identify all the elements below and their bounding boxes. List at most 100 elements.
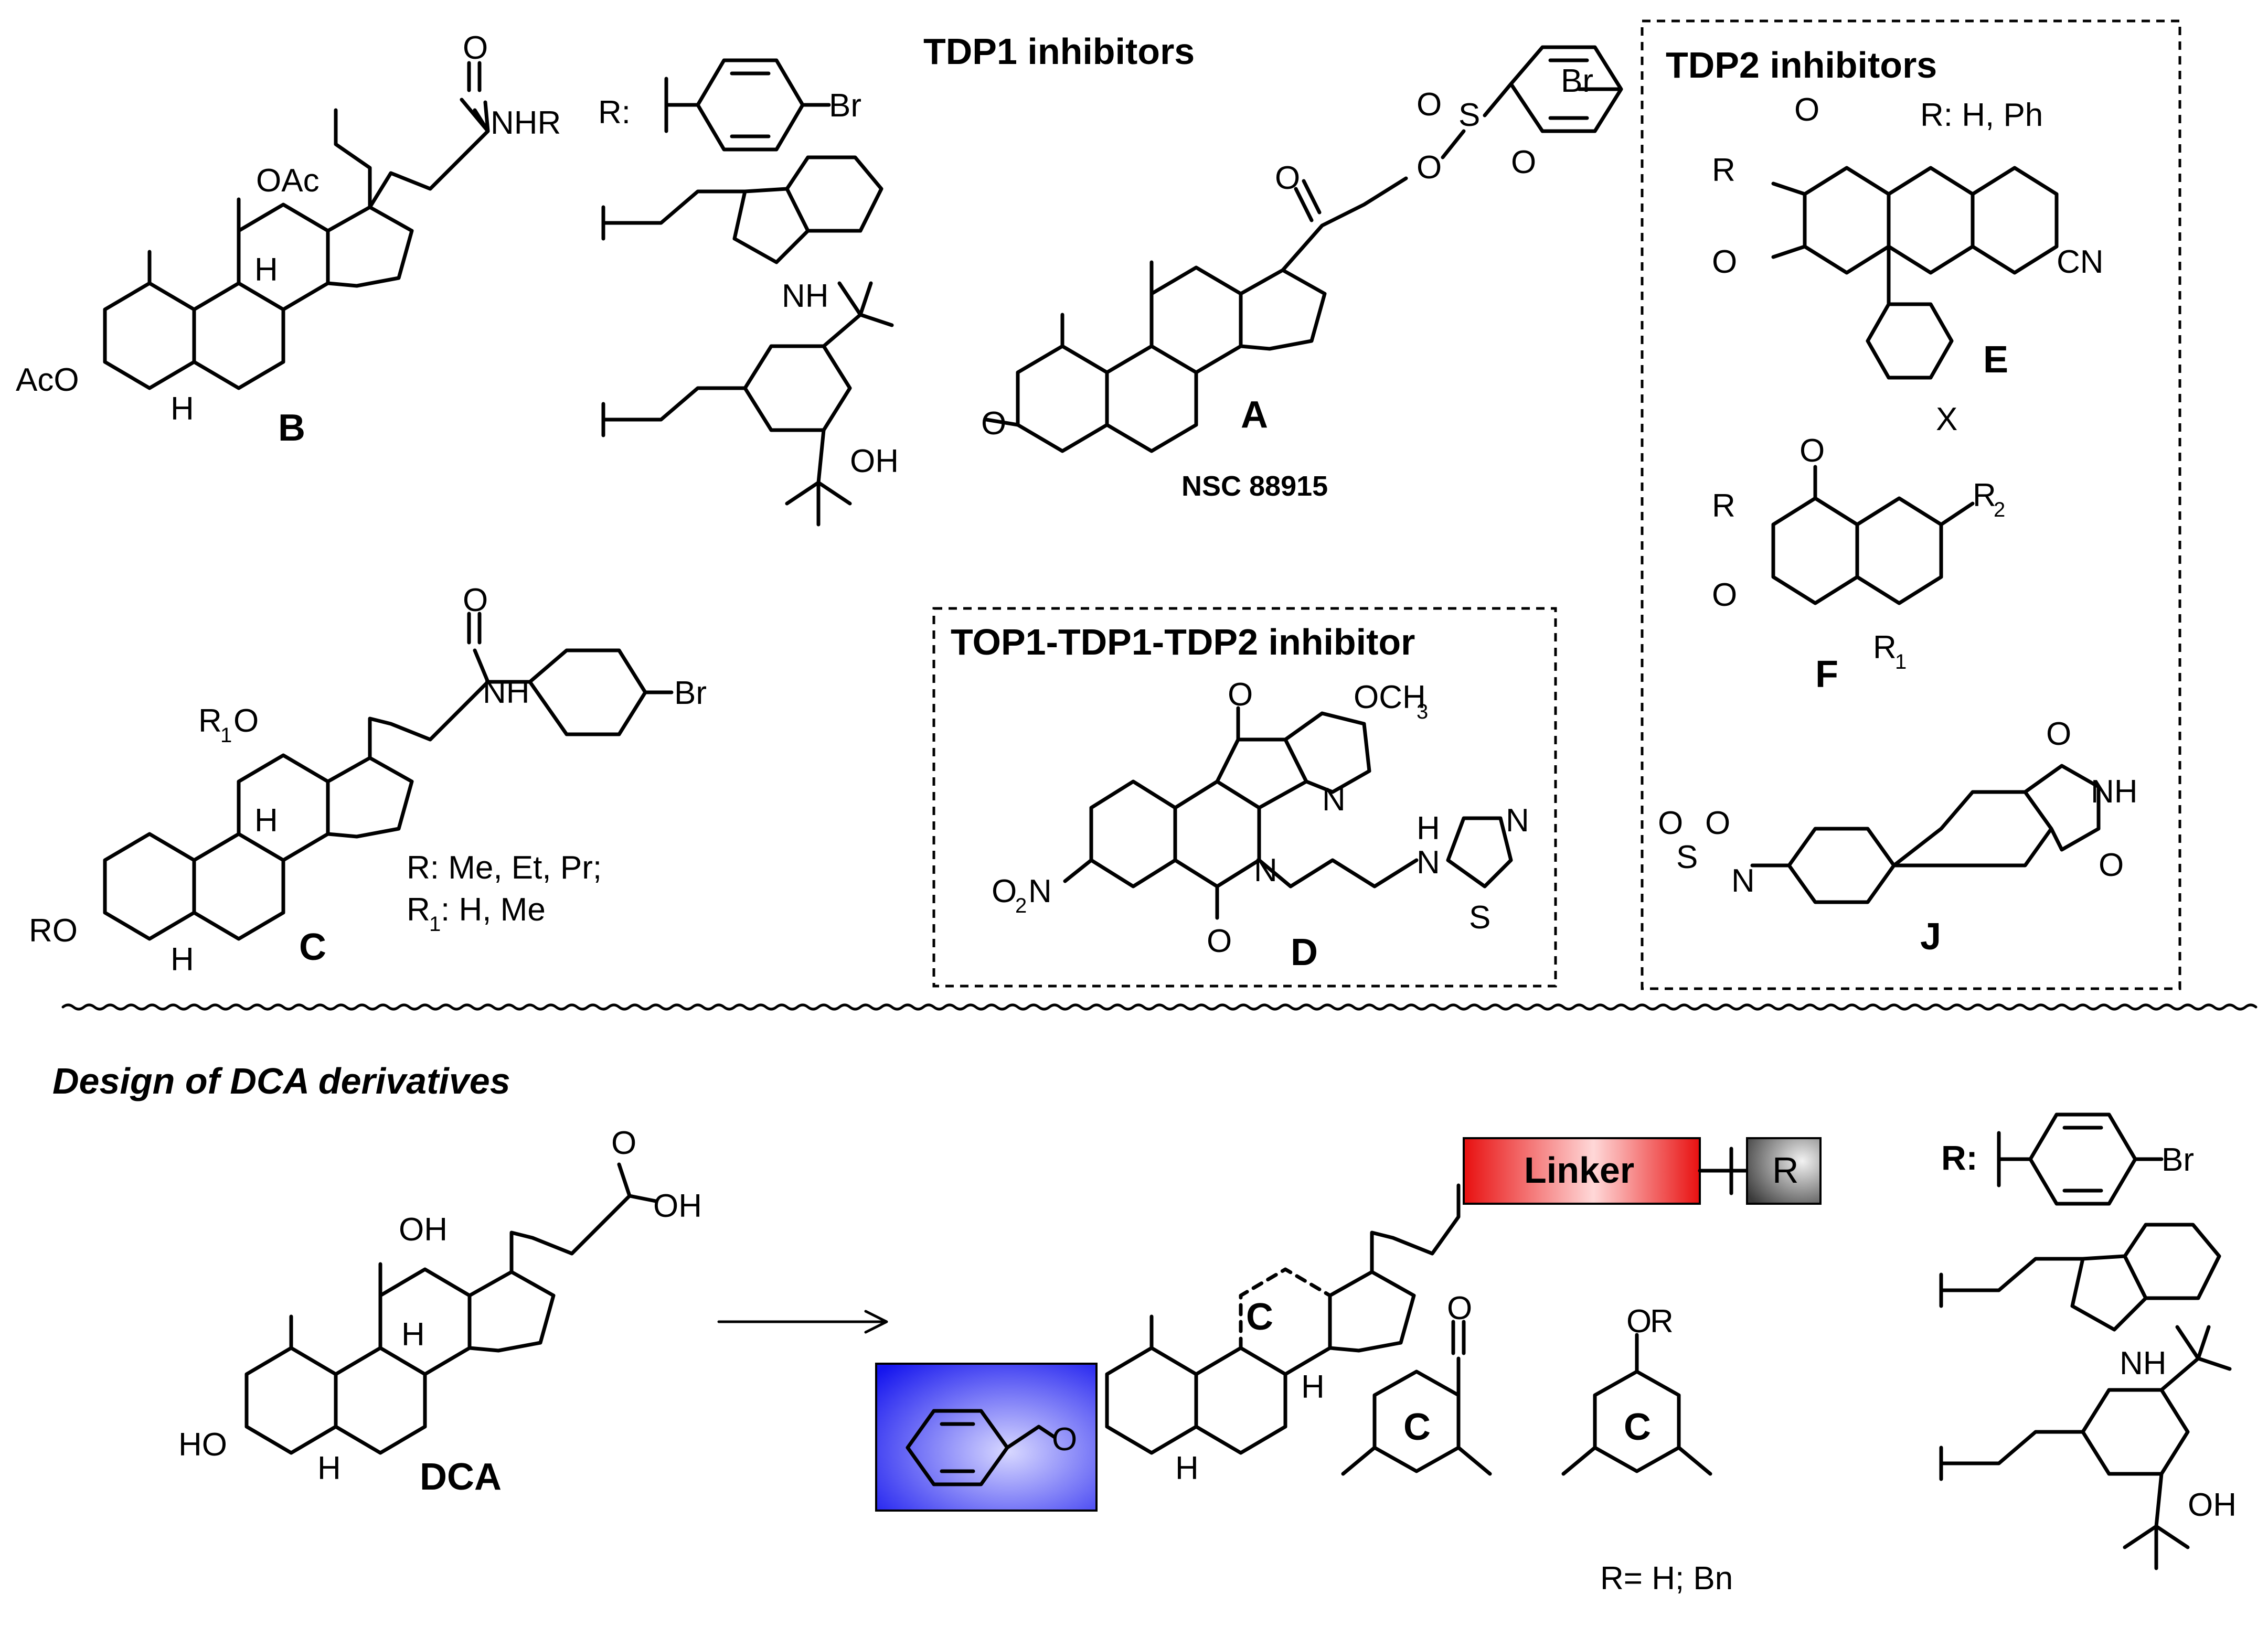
r-nh-bottom: NH [2120, 1345, 2167, 1382]
compound-a-o-enone: O [981, 405, 1006, 442]
compound-dca-ho3: HO [178, 1427, 227, 1463]
compound-a-o-link: O [1417, 149, 1442, 186]
r-box [1746, 1137, 1822, 1205]
r-tryptamine-top [601, 155, 883, 264]
r-box-label: R [1772, 1150, 1799, 1191]
compound-c-r1note-sub: 1 [429, 913, 441, 936]
compound-e-o1: O [1794, 92, 1819, 128]
compound-b-skeleton [103, 98, 490, 390]
compound-dca-h5: H [317, 1450, 341, 1486]
compound-dca-h9: H [401, 1316, 425, 1353]
design-product: O C H H Linker R [875, 1137, 1822, 1512]
c-ring-ether [1561, 1333, 1712, 1476]
linker-label: Linker [1524, 1150, 1634, 1191]
compound-b-nhr: NHR [491, 105, 561, 141]
r-bromophenyl-bottom [1997, 1112, 2164, 1206]
tdp1-heading: TDP1 inhibitors [923, 31, 1195, 72]
compound-c-h5: H [171, 941, 194, 978]
compound-e: R O O CN X R: H, Ph E [1712, 92, 2104, 437]
compound-dca-oh: OH [653, 1188, 702, 1224]
compound-d-o2n-o: O [992, 873, 1017, 909]
compound-c-br: Br [674, 675, 707, 711]
compound-a-skeleton [1016, 176, 1408, 453]
compound-d-n-lactam: N [1254, 852, 1277, 889]
r-oh-top: OH [850, 443, 899, 479]
wavy-separator [61, 1003, 2258, 1011]
compound-j-so2: O [1705, 805, 1730, 841]
compound-j-n: N [1731, 863, 1755, 899]
compound-b-label: B [278, 407, 305, 449]
compound-a-enone [984, 418, 1020, 427]
compound-dca-label: DCA [420, 1456, 502, 1498]
compound-a-label: A [1241, 394, 1268, 436]
compound-b-h5: H [171, 391, 194, 427]
compound-c-skeleton [103, 648, 674, 941]
r-br-bottom: Br [2161, 1142, 2194, 1178]
tdp2-box [1641, 19, 2181, 990]
compound-e-o2: O [1712, 244, 1737, 280]
compound-f-o2: O [1712, 577, 1737, 613]
compound-f-skeleton [1771, 465, 1975, 605]
compound-a-o-ketone: O [1275, 160, 1300, 196]
compound-b-oac12: OAc [256, 163, 320, 199]
r-nh-top: NH [782, 278, 829, 314]
compound-f-r: R [1712, 488, 1735, 524]
reaction-arrow [717, 1310, 888, 1334]
compound-c-o: O [463, 582, 488, 618]
r-br-top: Br [829, 88, 861, 124]
c-ring-variants: O C O R C R= H; Bn [1341, 1290, 1733, 1597]
design-c-ring-label: C [1246, 1296, 1273, 1338]
compound-d-skeleton [1063, 706, 1513, 920]
compound-j-label: J [1920, 916, 1941, 958]
compound-f-label: F [1815, 654, 1838, 695]
compound-j-nh: NH [2091, 774, 2138, 810]
compound-d-label: D [1291, 932, 1318, 973]
nsc-label: NSC 88915 [1181, 470, 1328, 502]
compound-j-o2: O [2099, 847, 2124, 883]
compound-d-n-pyr: N [1322, 782, 1346, 818]
compound-dca-skeleton [244, 1162, 658, 1455]
compound-b-aco3: AcO [16, 362, 79, 398]
bn-note: R= H; Bn [1600, 1560, 1733, 1597]
compound-e-x: X [1936, 401, 1957, 437]
r-tryptamine-bottom [1939, 1223, 2221, 1332]
compound-j: O NH O N S O O J [1658, 716, 2138, 958]
compound-c-h9: H [254, 802, 278, 839]
compound-b-carbonyl [467, 61, 482, 92]
compound-d-n-thz: N [1506, 802, 1529, 839]
compound-j-so1: O [1658, 805, 1683, 841]
compound-j-s: S [1676, 839, 1698, 875]
compound-d-o2n-sub: 2 [1015, 894, 1027, 917]
compound-e-rnote: R: H, Ph [1920, 97, 2043, 133]
triple-box [932, 607, 1557, 988]
compound-d: O O N N OCH 3 H N N S O 2 N D [992, 677, 1529, 973]
compound-e-label: E [1983, 339, 2008, 381]
compound-d-n-amine: N [1417, 844, 1440, 881]
compound-f-r2-sub: 2 [1994, 498, 2005, 521]
compound-c-r1note-rest: : H, Me [441, 892, 546, 928]
compound-d-o2: O [1207, 923, 1232, 959]
compound-f: R O O R 2 R 1 F [1712, 433, 2005, 695]
compound-c-nh: NH [483, 674, 530, 710]
r-groups-top: R: Br NH OH [598, 58, 899, 527]
tdp2-heading: TDP2 inhibitors [1666, 45, 1937, 85]
compound-d-o2n-n: N [1028, 873, 1052, 909]
c-ring-ether-or: O [1626, 1303, 1652, 1340]
benzyl-o: O [1052, 1421, 1077, 1458]
compound-a-so-2: O [1511, 144, 1536, 180]
compound-a-bromophenyl [1441, 45, 1623, 159]
compound-f-r2: R [1973, 477, 1996, 513]
compound-a-ketone [1294, 179, 1322, 222]
design-c-ring-dashed [1239, 1267, 1332, 1350]
r-groups-bottom: R: Br NH OH [1939, 1112, 2237, 1570]
r-bromophenyl-top [664, 58, 831, 152]
design-skeleton [1105, 1183, 1461, 1455]
compound-c-carbonyl [467, 612, 482, 645]
compound-e-r: R [1712, 152, 1735, 188]
compound-d-och3: OCH [1354, 679, 1426, 715]
compound-c: O NH Br R 1 O RO H H R: Me, Et, Pr; R 1 … [29, 582, 707, 978]
compound-dca: O OH OH HO H H DCA [178, 1125, 702, 1498]
linker-box [1463, 1137, 1701, 1205]
